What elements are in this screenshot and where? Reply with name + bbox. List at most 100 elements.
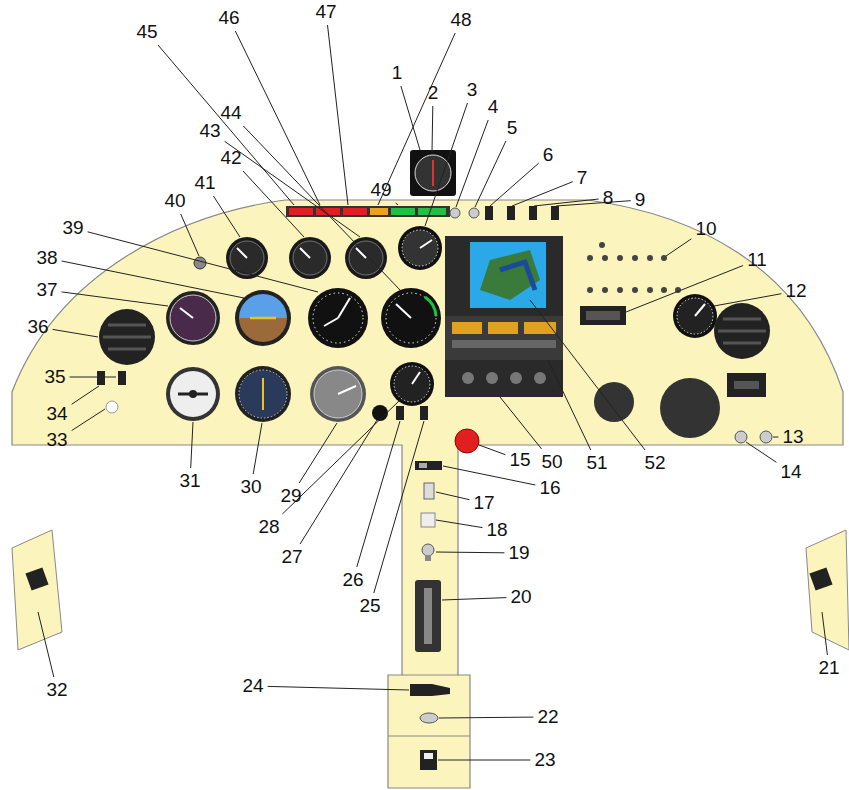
callout-number: 44: [219, 103, 242, 123]
leader-line: [158, 45, 294, 205]
callout-number: 9: [634, 190, 647, 210]
leader-line: [300, 420, 377, 544]
callout-number: 48: [449, 10, 472, 30]
callout-number: 29: [279, 486, 302, 506]
callout-number: 8: [602, 188, 615, 208]
leader-line: [746, 442, 776, 462]
callout-number: 33: [45, 430, 68, 450]
callout-number: 26: [341, 570, 364, 590]
callout-number: 38: [35, 248, 58, 268]
leader-line: [268, 686, 409, 690]
callout-number: 3: [466, 80, 479, 100]
left-switch: [25, 567, 48, 590]
callout-number: 23: [533, 750, 556, 770]
left-side-panel: [12, 530, 62, 650]
callout-number: 52: [643, 453, 666, 473]
right-switch: [809, 567, 832, 590]
leader-line: [439, 717, 533, 719]
callout-number: 18: [485, 520, 508, 540]
callout-number: 46: [217, 8, 240, 28]
leader-line: [442, 598, 506, 600]
leader-line: [666, 239, 691, 256]
leader-line: [191, 422, 193, 468]
leader-line: [500, 397, 542, 449]
avionics-stack: [445, 236, 563, 397]
leader-line: [70, 377, 116, 378]
callout-number: 34: [45, 404, 68, 424]
leader-line: [243, 126, 400, 290]
callout-number: 10: [694, 219, 717, 239]
callout-number: 39: [61, 218, 84, 238]
callout-number: 49: [369, 180, 392, 200]
breaker-dots: [587, 242, 681, 293]
callout-number: 37: [35, 280, 58, 300]
panel-divider: [402, 675, 458, 676]
leader-line: [53, 329, 98, 337]
callout-number: 13: [781, 427, 804, 447]
leader-line: [235, 31, 320, 205]
panel-outline: [12, 200, 843, 788]
leader-line: [328, 25, 349, 205]
callout-number: 21: [817, 658, 840, 678]
callout-number: 11: [746, 250, 768, 270]
callout-number: 17: [472, 493, 495, 513]
leader-line: [556, 201, 631, 206]
callout-number: 14: [779, 462, 802, 482]
callout-number: 41: [193, 173, 216, 193]
leader-line: [88, 232, 318, 292]
leader-line: [479, 445, 505, 455]
right-side-panel: [806, 530, 849, 650]
leader-line: [456, 120, 488, 207]
callout-number: 43: [198, 121, 221, 141]
callout-number: 40: [163, 191, 186, 211]
leader-line: [432, 106, 434, 152]
leader-line: [714, 294, 781, 306]
leader-line: [822, 612, 827, 655]
callout-number: 16: [538, 478, 561, 498]
callout-number: 50: [540, 452, 563, 472]
callout-number: 15: [508, 450, 531, 470]
leader-line: [475, 141, 506, 207]
leader-line: [396, 203, 398, 205]
leader-line: [62, 292, 168, 306]
leader-line: [225, 141, 360, 237]
leader-line: [490, 163, 539, 206]
annunciator-bar: [286, 206, 450, 217]
callout-number: 24: [241, 676, 264, 696]
callout-number: 35: [43, 367, 66, 387]
leader-line: [438, 760, 530, 761]
leader-line: [213, 196, 240, 237]
callout-number: 4: [487, 97, 500, 117]
panel-divider: [388, 736, 470, 737]
knob: [469, 208, 479, 218]
small-gauges: [194, 226, 442, 279]
leader-line: [253, 423, 262, 474]
callout-number: 32: [45, 680, 68, 700]
leader-line: [548, 360, 591, 450]
callout-number: 42: [219, 148, 242, 168]
flight-instruments: [166, 288, 441, 422]
callout-number: 1: [391, 63, 404, 83]
leader-line: [436, 520, 482, 528]
leader-line: [72, 386, 99, 404]
leader-line: [62, 261, 244, 298]
callout-number: 20: [509, 587, 532, 607]
leader-line: [436, 552, 504, 554]
callout-number: 12: [784, 281, 807, 301]
callout-number: 22: [536, 707, 559, 727]
callout-number: 6: [542, 145, 555, 165]
callout-number: 47: [314, 2, 337, 22]
leader-line: [181, 214, 199, 256]
callout-number: 30: [239, 477, 262, 497]
leader-line: [72, 409, 105, 431]
leader-line: [773, 437, 778, 438]
leader-line: [436, 492, 469, 500]
callout-number: 51: [585, 453, 608, 473]
leader-line: [374, 421, 424, 593]
callout-number: 27: [280, 547, 303, 567]
leader-line: [530, 300, 645, 450]
callout-number: 31: [178, 471, 201, 491]
callout-number: 19: [507, 543, 530, 563]
